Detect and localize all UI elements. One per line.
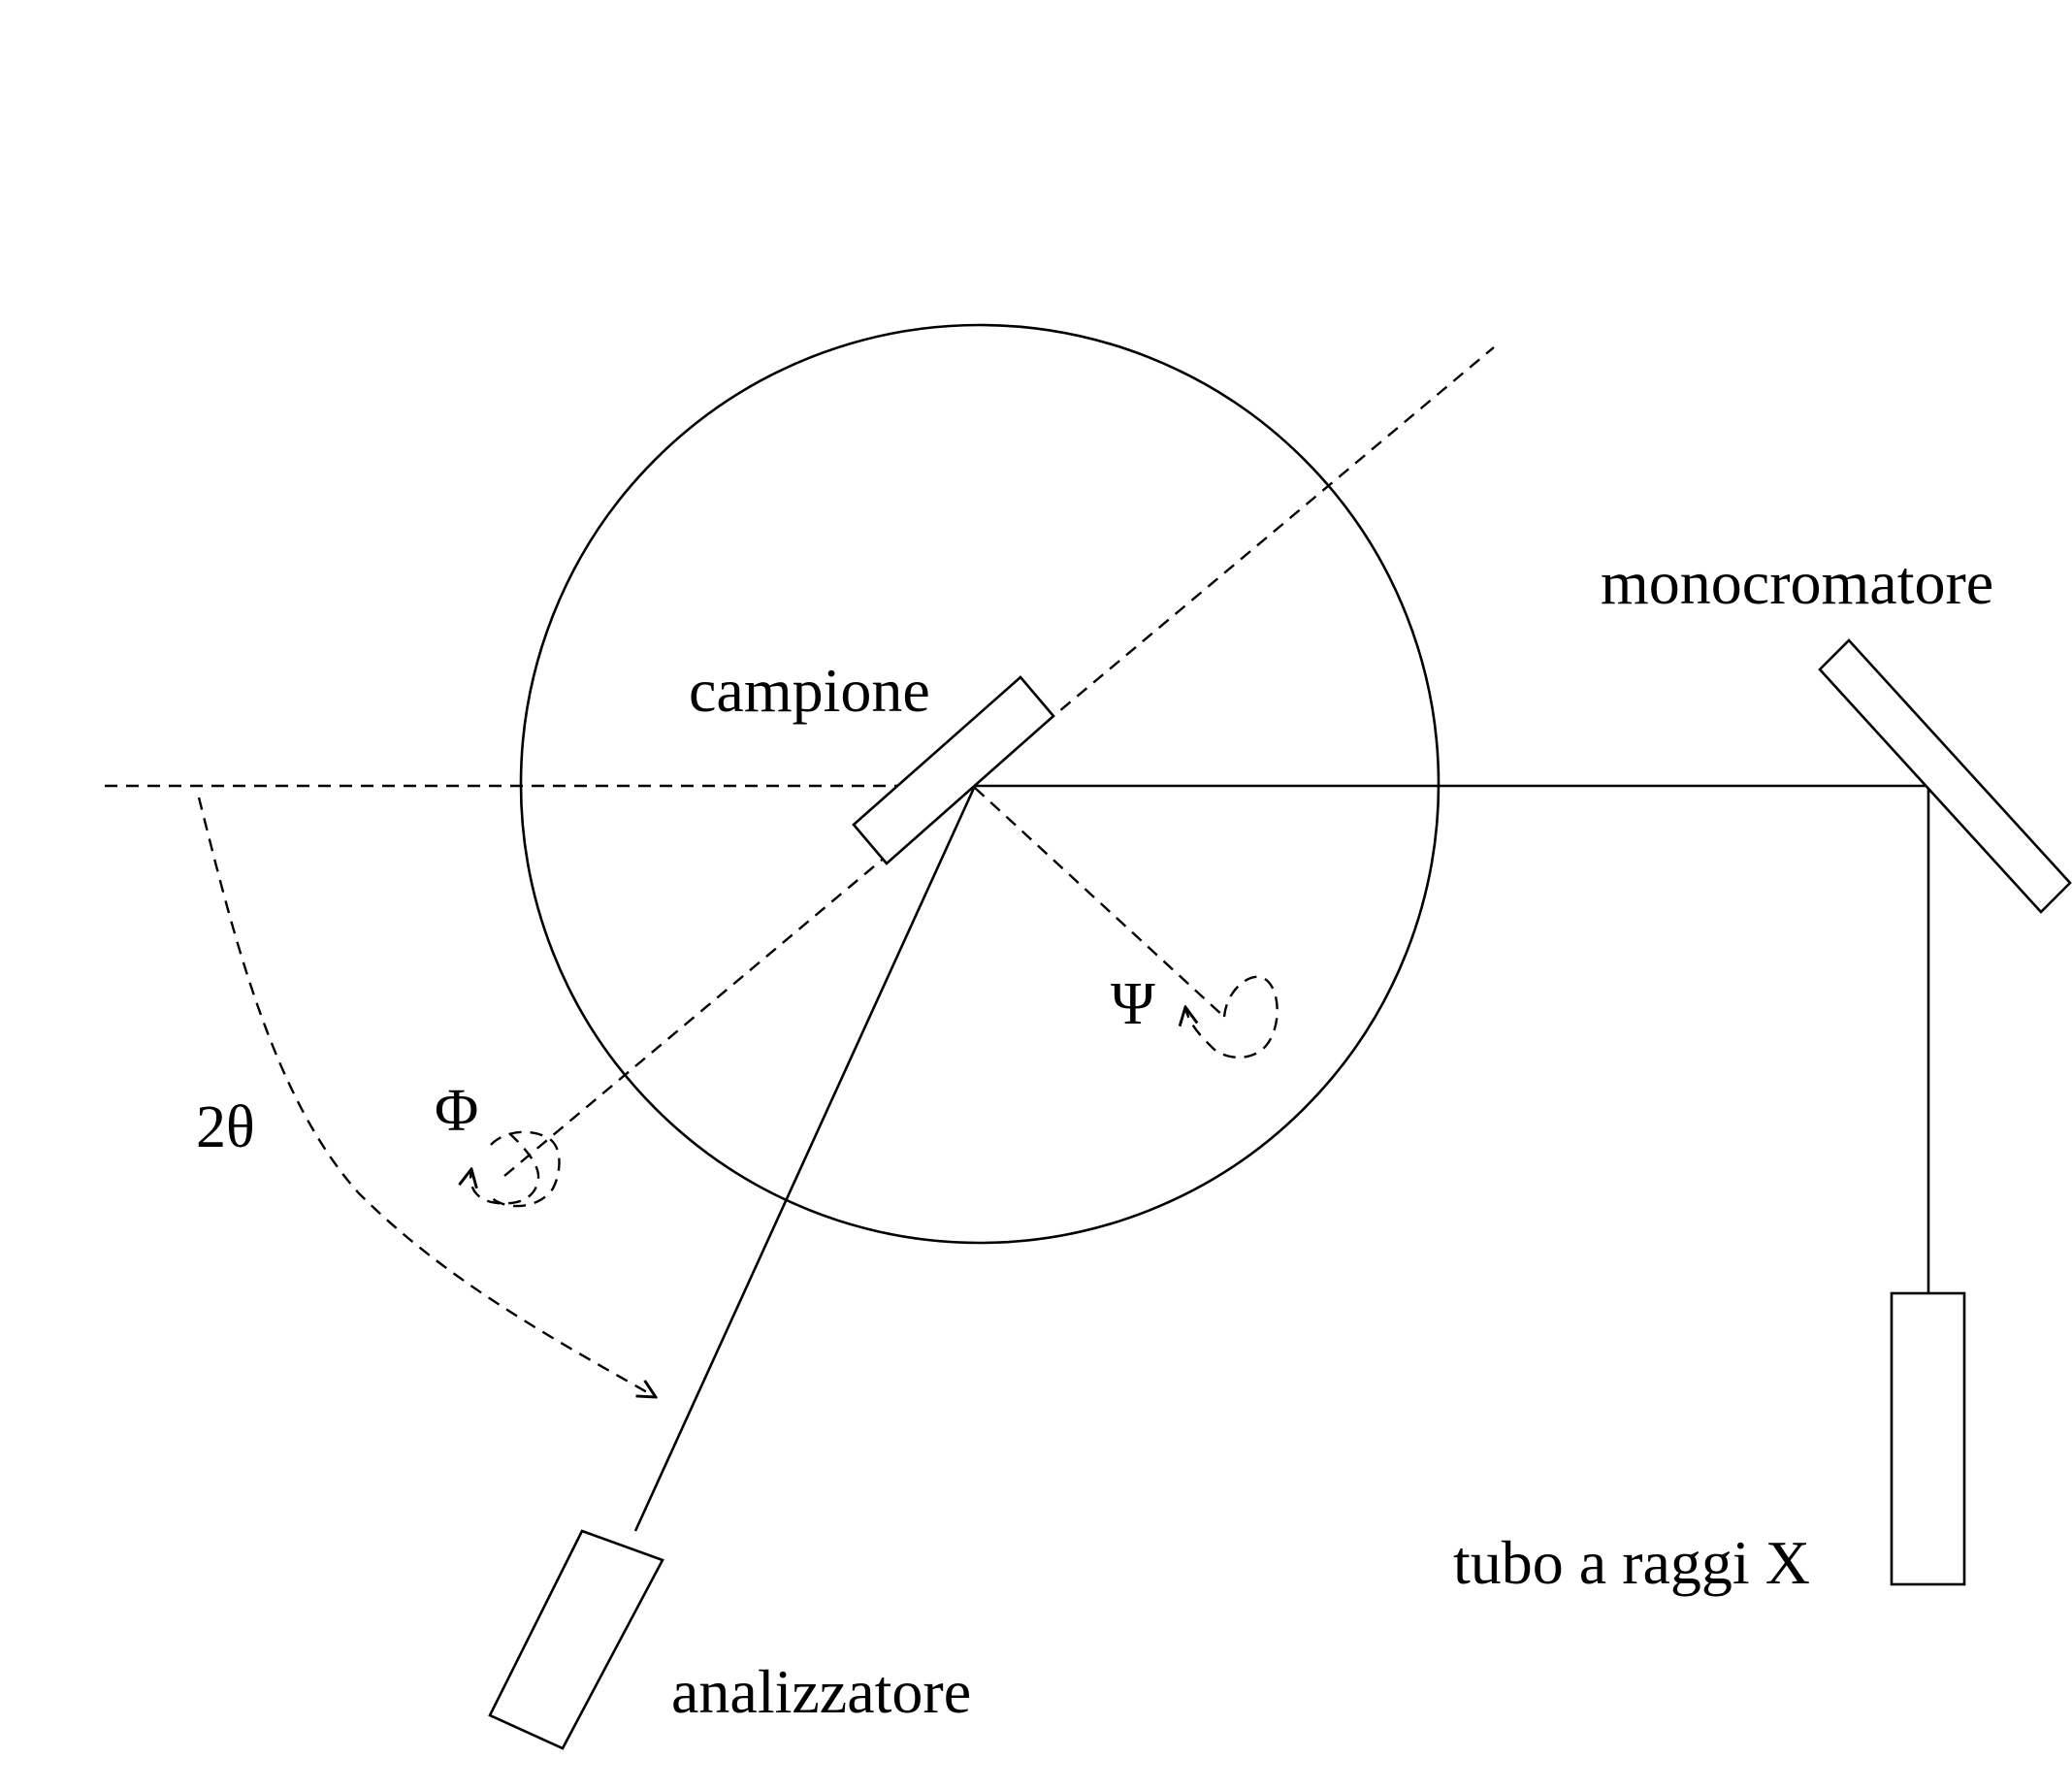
phi-label: Φ — [435, 1078, 478, 1144]
sample-slab — [852, 675, 1055, 865]
psi-label: Ψ — [1111, 971, 1155, 1037]
phi-rotation-loop — [489, 1130, 561, 1208]
sample-label: campione — [689, 656, 930, 725]
psi-rotation-loop — [1185, 975, 1279, 1058]
monochromator-label: monocromatore — [1601, 548, 1993, 617]
xray-tube-box — [1890, 1291, 1966, 1586]
diffracted-beam — [633, 785, 977, 1532]
two-theta-label: 2θ — [196, 1094, 255, 1160]
analyzer-box — [488, 1529, 664, 1750]
analyzer-label: analizzatore — [671, 1657, 971, 1726]
two-theta-arc-arrow — [197, 797, 656, 1397]
xray-tube-label: tubo a raggi X — [1453, 1528, 1810, 1597]
phi-rotation-arrow — [470, 1132, 540, 1205]
incident-beam — [975, 784, 1930, 1293]
monochromator-crystal — [1818, 638, 2072, 914]
goniometer-circle — [519, 323, 1441, 1245]
psi-normal-line — [974, 787, 1225, 1018]
